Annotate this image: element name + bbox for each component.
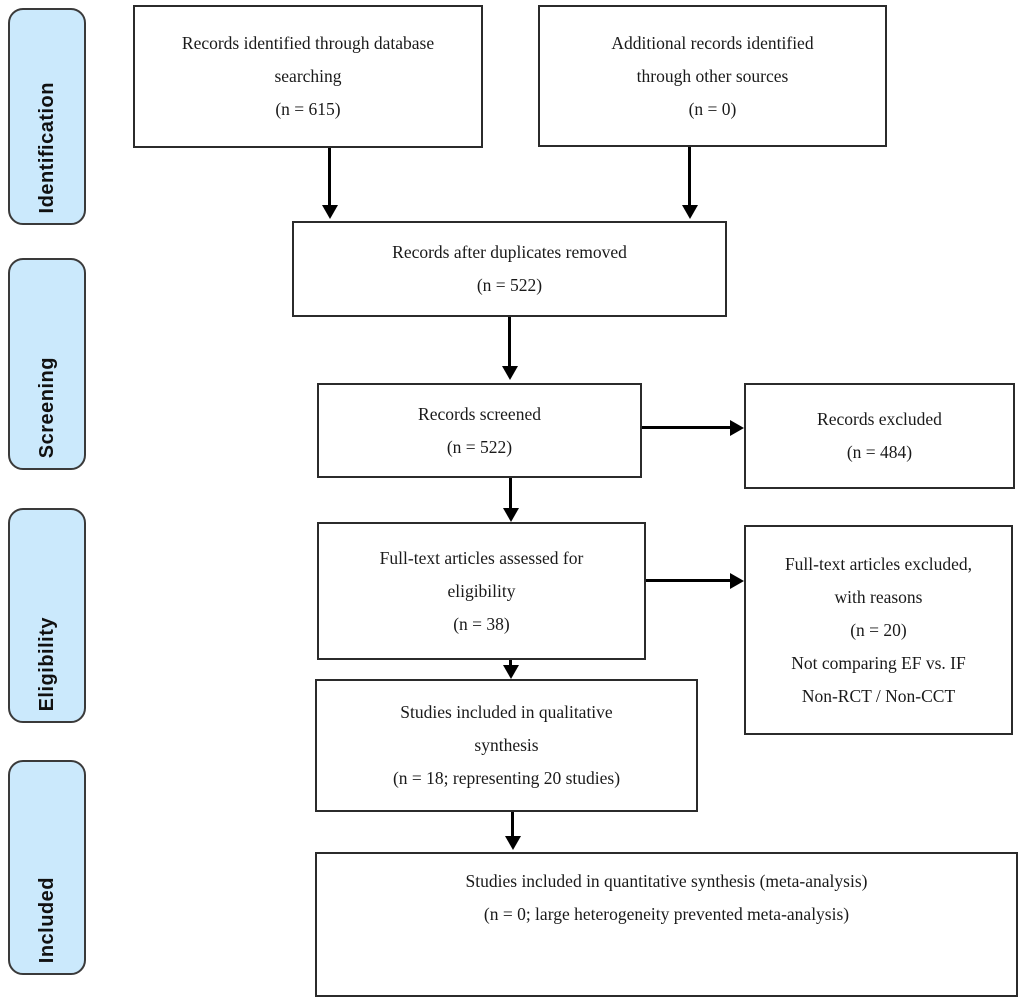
box-quantitative-synthesis-text: Studies included in quantitative synthes… xyxy=(465,871,868,924)
stage-eligibility: Eligibility xyxy=(8,508,86,723)
box-qualitative-synthesis-text: Studies included in qualitative synthesi… xyxy=(392,702,621,788)
box-quantitative-synthesis: Studies included in quantitative synthes… xyxy=(315,852,1018,997)
box-fulltext-assessed: Full-text articles assessed for eligibil… xyxy=(317,522,646,660)
arrow-fulltext-to-qualitative xyxy=(502,660,519,679)
stage-identification: Identification xyxy=(8,8,86,225)
stage-identification-label: Identification xyxy=(35,81,58,213)
box-fulltext-excluded: Full-text articles excluded, with reason… xyxy=(744,525,1013,735)
box-records-identified-text: Records identified through database sear… xyxy=(181,33,435,119)
box-duplicates-removed-text: Records after duplicates removed (n = 52… xyxy=(392,242,627,295)
stage-eligibility-label: Eligibility xyxy=(35,616,58,711)
stage-included-label: Included xyxy=(35,876,58,963)
arrow-fulltext-to-excluded xyxy=(646,572,744,589)
box-records-screened-text: Records screened (n = 522) xyxy=(418,403,541,457)
box-records-identified: Records identified through database sear… xyxy=(133,5,483,148)
box-additional-records-text: Additional records identified through ot… xyxy=(611,32,814,119)
box-fulltext-excluded-text: Full-text articles excluded, with reason… xyxy=(784,553,973,706)
arrow-identified-to-dedup xyxy=(321,148,338,219)
arrow-screened-to-fulltext xyxy=(502,478,519,522)
arrow-dedup-to-screened xyxy=(501,317,518,380)
arrow-qualitative-to-quantitative xyxy=(504,812,521,850)
box-records-excluded: Records excluded (n = 484) xyxy=(744,383,1015,489)
box-fulltext-assessed-text: Full-text articles assessed for eligibil… xyxy=(379,547,584,634)
box-qualitative-synthesis: Studies included in qualitative synthesi… xyxy=(315,679,698,812)
stage-screening-label: Screening xyxy=(35,356,58,458)
stage-included: Included xyxy=(8,760,86,975)
box-records-excluded-text: Records excluded (n = 484) xyxy=(817,409,942,462)
arrow-additional-to-dedup xyxy=(681,147,698,219)
box-records-screened: Records screened (n = 522) xyxy=(317,383,642,478)
stage-screening: Screening xyxy=(8,258,86,470)
arrow-screened-to-excluded xyxy=(642,419,744,436)
box-duplicates-removed: Records after duplicates removed (n = 52… xyxy=(292,221,727,317)
box-additional-records: Additional records identified through ot… xyxy=(538,5,887,147)
